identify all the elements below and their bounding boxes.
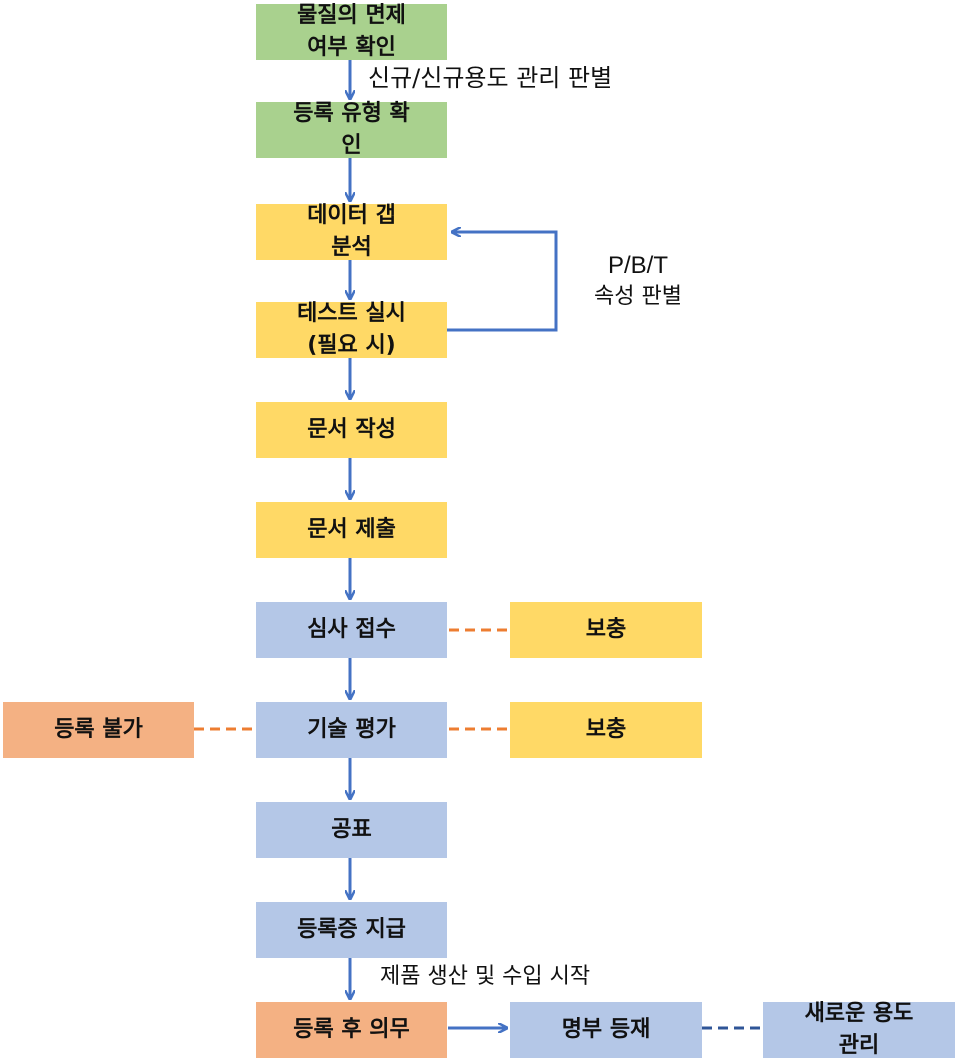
- step-document-preparation: 문서 작성: [256, 402, 447, 458]
- label-production-start: 제품 생산 및 수입 시작: [380, 964, 591, 989]
- step-document-submission: 문서 제출: [256, 502, 447, 558]
- supplement-box-evaluation: 보충: [510, 702, 702, 758]
- step-technical-evaluation: 기술 평가: [256, 702, 447, 758]
- step-review-receipt: 심사 접수: [256, 602, 447, 658]
- step-new-use-management: 새로운 용도 관리: [763, 1001, 955, 1058]
- step-post-registration-duties: 등록 후 의무: [256, 1002, 447, 1058]
- step-announcement: 공표: [256, 802, 447, 858]
- step-register-listing: 명부 등재: [510, 1002, 702, 1058]
- label-pbt-title: P/B/T: [607, 252, 668, 279]
- step-certificate-issue: 등록증 지급: [256, 902, 447, 958]
- registration-rejected-box: 등록 불가: [3, 702, 194, 758]
- step-data-gap-analysis: 데이터 갭 분석: [256, 203, 447, 260]
- label-pbt-subtitle: 속성 판별: [594, 284, 682, 309]
- arrow-loop-pbt: [447, 232, 558, 332]
- supplement-box-review: 보충: [510, 602, 702, 658]
- step-testing: 테스트 실시 (필요 시): [256, 301, 447, 358]
- step-check-registration-type: 등록 유형 확 인: [256, 101, 447, 158]
- label-new-use-determination: 신규/신규용도 관리 판별: [368, 64, 613, 92]
- step-check-exemption: 물질의 면제 여부 확인: [256, 3, 447, 60]
